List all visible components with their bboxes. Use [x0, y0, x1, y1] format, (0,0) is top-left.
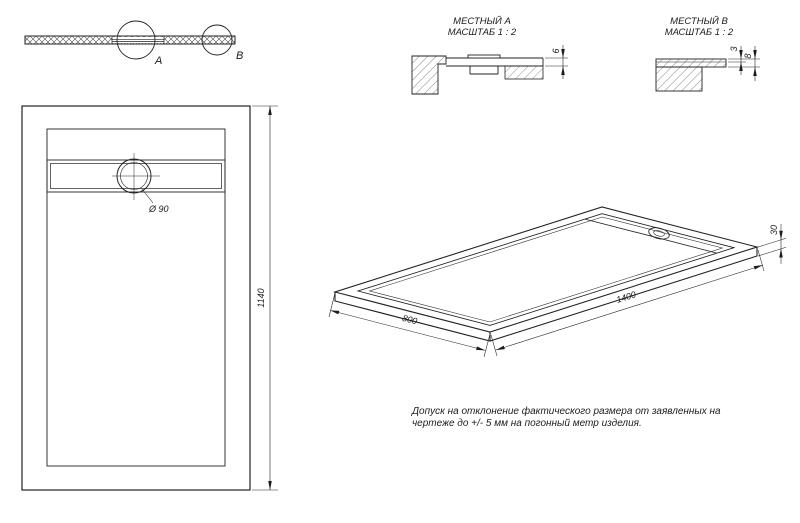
detail-b-scale: МАСШТАБ 1 : 2 — [665, 27, 734, 38]
detail-b-dimension-8: 8 — [728, 46, 760, 81]
detail-a-bed — [504, 65, 544, 80]
iso-width-dimension: 800 — [328, 292, 491, 358]
detail-b-dim-3-label: 3 — [729, 46, 739, 51]
iso-height-dim-label: 30 — [769, 225, 779, 235]
iso-height-dimension: 30 — [757, 224, 787, 264]
detail-marker-b-label: B — [236, 50, 243, 62]
plan-length-dim-label: 1140 — [256, 288, 266, 307]
tolerance-note: Допуск на отклонение фактического размер… — [411, 405, 721, 429]
detail-b-view: МЕСТНЫЙ B МАСШТАБ 1 : 2 3 8 — [655, 15, 760, 92]
detail-marker-b-circle — [201, 24, 233, 56]
drain-diameter-label: Ø 90 — [148, 204, 169, 214]
detail-a-dimension-6: 6 — [545, 45, 568, 79]
plan-drain-circle — [112, 153, 160, 200]
detail-b-top-slab — [655, 58, 727, 68]
plan-outer-rect — [21, 105, 251, 491]
plan-inner-rect — [46, 128, 226, 467]
iso-channel-edge — [584, 218, 717, 254]
detail-a-rim-block — [411, 55, 447, 95]
detail-b-dimension-3: 3 — [728, 46, 760, 75]
iso-top-face — [333, 206, 759, 333]
detail-b-dim-8-label: 8 — [743, 53, 753, 58]
detail-a-title: МЕСТНЫЙ A — [453, 15, 511, 27]
tolerance-note-line1: Допуск на отклонение фактического размер… — [411, 405, 721, 417]
detail-b-title: МЕСТНЫЙ B — [670, 15, 728, 27]
plan-view: Ø 90 1140 — [21, 105, 278, 491]
detail-a-dim-6-label: 6 — [551, 48, 561, 53]
detail-marker-a-label: A — [154, 55, 162, 67]
tolerance-note-line2: чертеже до +/- 5 мм на погонный метр изд… — [412, 418, 642, 429]
detail-a-scale: МАСШТАБ 1 : 2 — [448, 27, 517, 38]
detail-a-view: МЕСТНЫЙ A МАСШТАБ 1 : 2 6 — [411, 15, 568, 95]
plan-length-dimension: 1140 — [252, 105, 278, 491]
plan-drain-callout: Ø 90 — [141, 188, 169, 214]
plan-drain-channel — [46, 159, 226, 193]
detail-b-lower-block — [655, 66, 703, 92]
edge-section-view: A B — [24, 20, 243, 67]
iso-drain-hole — [648, 227, 670, 240]
iso-view: 800 1400 30 — [328, 206, 787, 358]
detail-marker-a-circle — [116, 20, 156, 60]
iso-width-dim-label: 800 — [401, 313, 418, 326]
